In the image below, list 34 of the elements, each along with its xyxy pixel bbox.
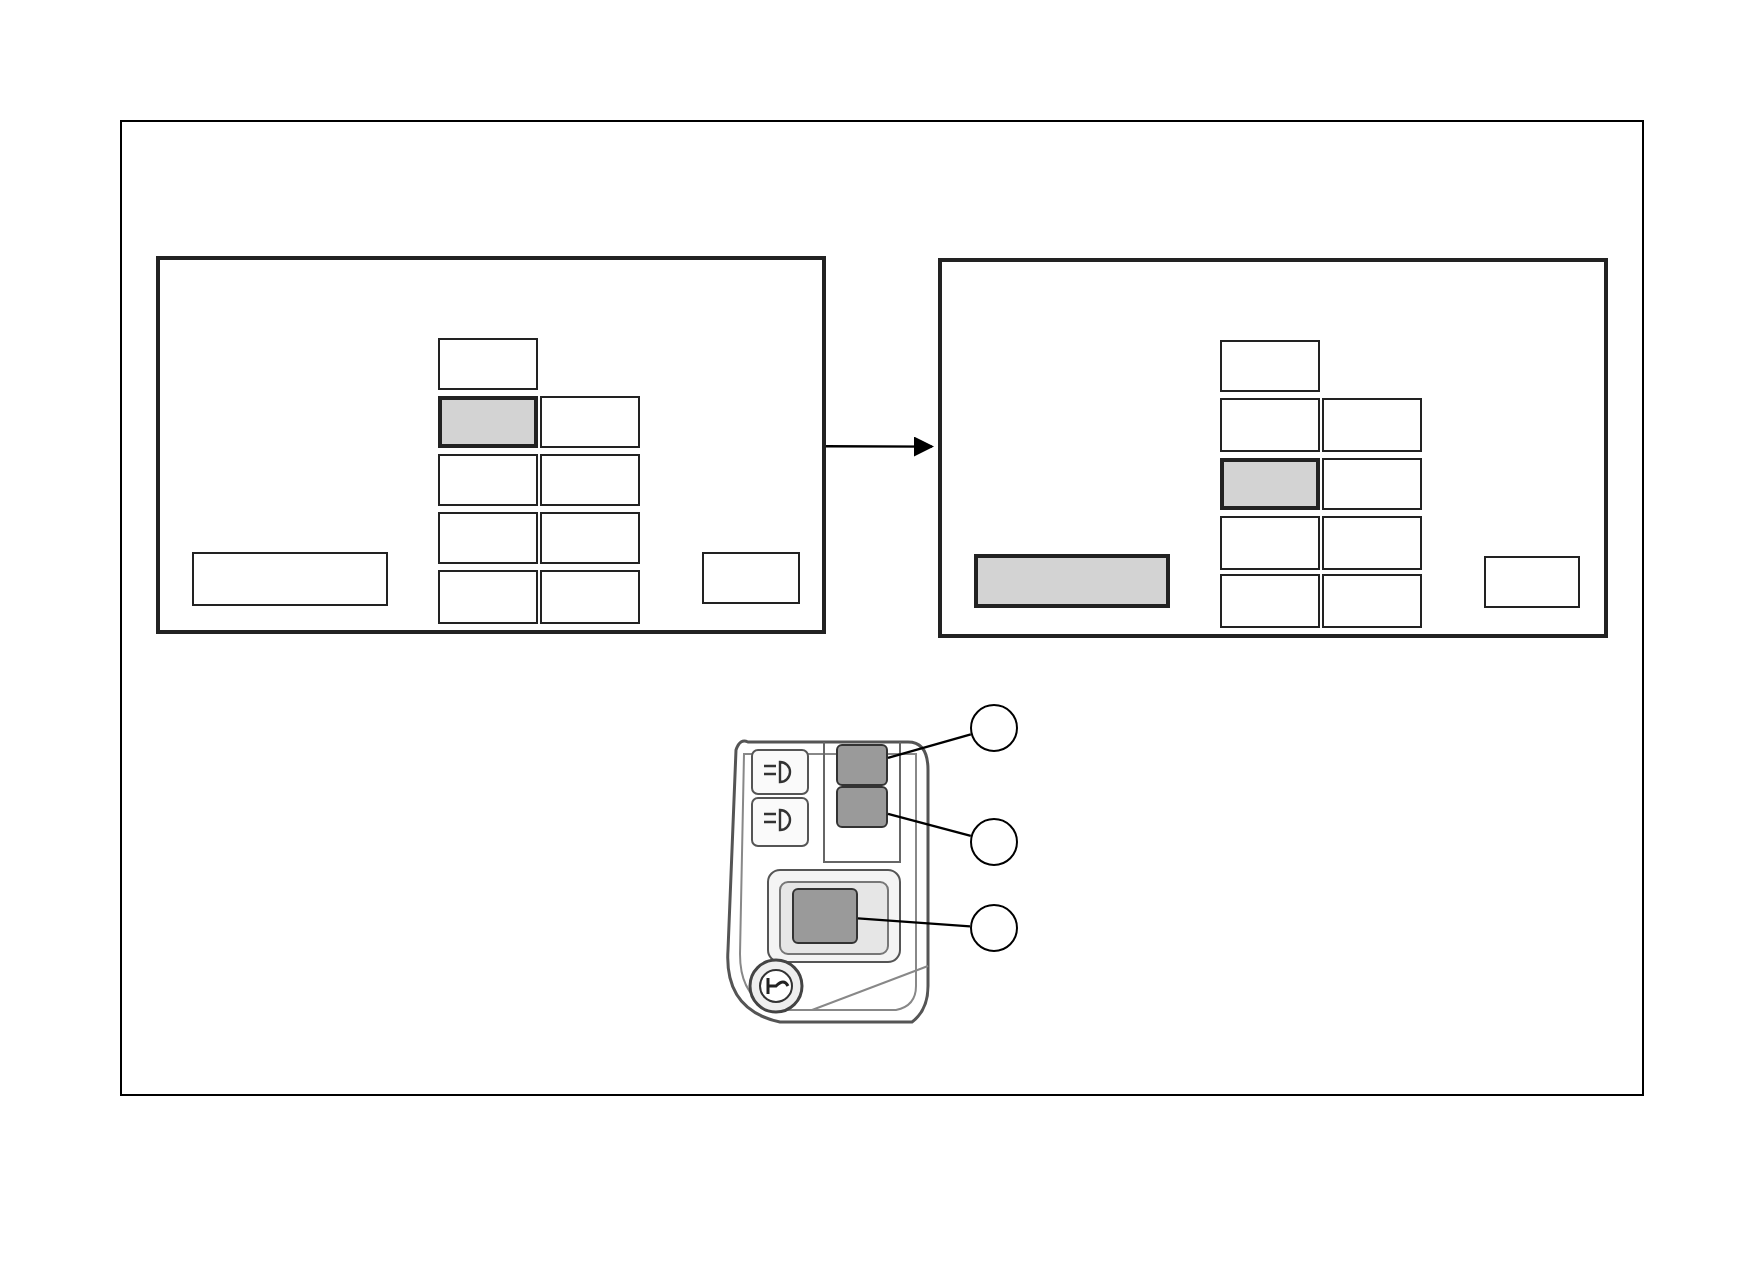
menu-box: [1220, 398, 1320, 452]
menu-box: [1322, 574, 1422, 628]
callout-circle: [970, 704, 1018, 752]
menu-box: [540, 396, 640, 448]
leader-line: [887, 812, 972, 837]
menu-box: [1322, 458, 1422, 510]
menu-box: [1220, 516, 1320, 570]
highlighted-menu-box: [438, 396, 538, 448]
enter-button: [792, 888, 858, 944]
menu-box: [1220, 574, 1320, 628]
menu-box: [438, 338, 538, 390]
callout-circle: [970, 904, 1018, 952]
menu-box: [438, 570, 538, 624]
menu-box: [1322, 516, 1422, 570]
callout-circle: [970, 818, 1018, 866]
menu-box: [1484, 556, 1580, 608]
leader-line: [887, 733, 972, 759]
highlighted-menu-box: [1220, 458, 1320, 510]
menu-box: [1322, 398, 1422, 452]
menu-box: [702, 552, 800, 604]
menu-box: [540, 512, 640, 564]
menu-box: [540, 570, 640, 624]
arrow: [826, 436, 934, 457]
menu-box: [438, 454, 538, 506]
menu-box: [192, 552, 388, 606]
menu-box: [540, 454, 640, 506]
menu-box: [438, 512, 538, 564]
highlighted-menu-box: [974, 554, 1170, 608]
display-screen: [156, 256, 826, 634]
scroll-up-button: [836, 744, 888, 786]
scroll-down-button: [836, 786, 888, 828]
leader-line: [857, 917, 971, 928]
display-screen: [938, 258, 1608, 638]
menu-box: [1220, 340, 1320, 392]
